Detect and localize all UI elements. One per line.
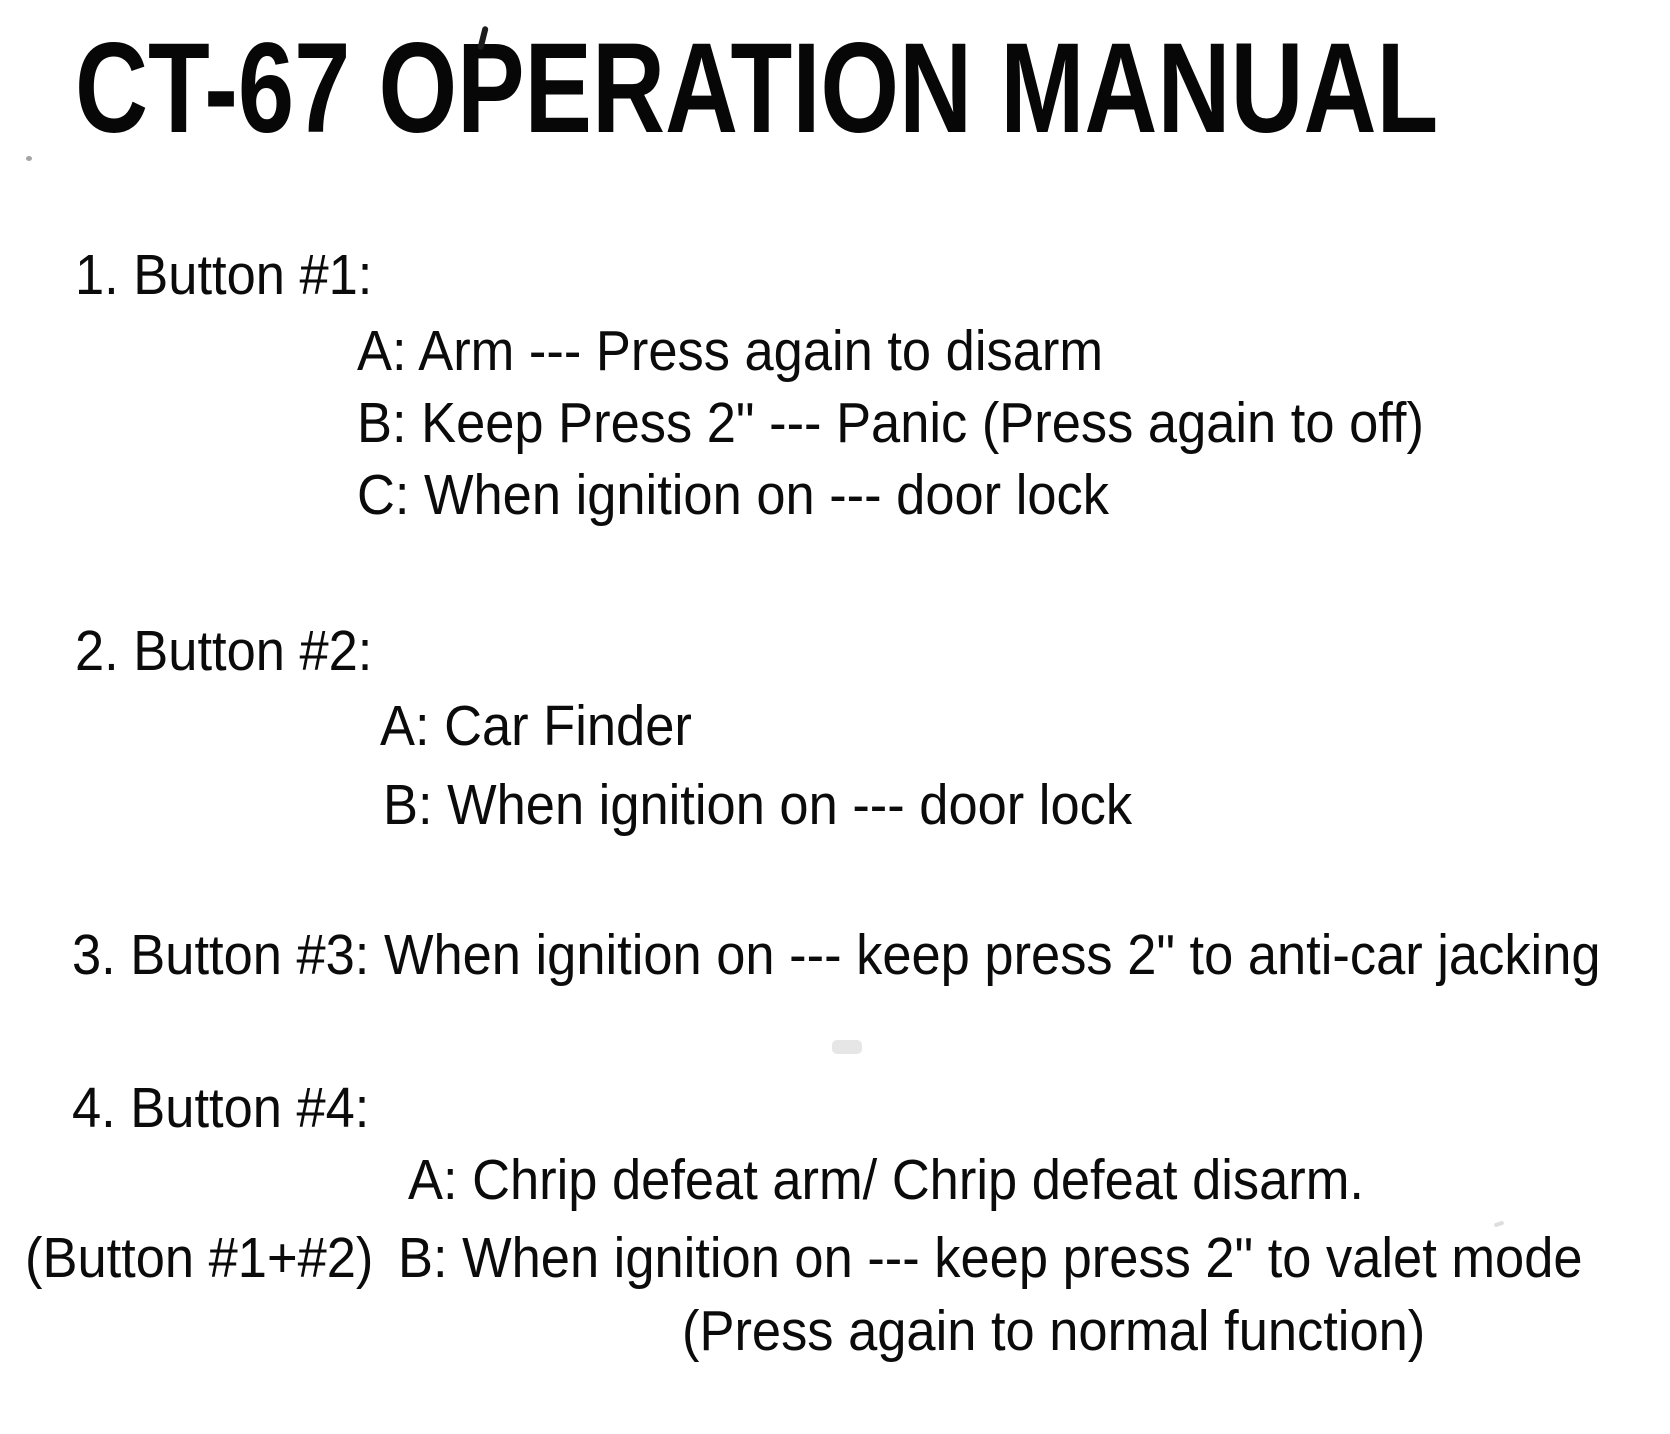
section-1-item-b: B: Keep Press 2" --- Panic (Press again … [357, 391, 1424, 455]
section-2-item-b: B: When ignition on --- door lock [383, 773, 1133, 837]
section-4-item-a: A: Chrip defeat arm/ Chrip defeat disarm… [408, 1148, 1364, 1212]
page-title: CT-67 OPERATION MANUAL [75, 17, 1439, 160]
scan-artifact-smudge-icon [832, 1040, 862, 1054]
section-2-item-a: A: Car Finder [380, 694, 692, 758]
section-1-item-c: C: When ignition on --- door lock [357, 463, 1109, 527]
section-2-heading: 2. Button #2: [75, 619, 373, 683]
scan-artifact-dot-icon [26, 156, 32, 161]
section-4-item-b: B: When ignition on --- keep press 2" to… [398, 1226, 1583, 1290]
section-1-heading: 1. Button #1: [75, 243, 373, 307]
section-4-side-label: (Button #1+#2) [25, 1226, 374, 1290]
section-4-heading: 4. Button #4: [72, 1076, 370, 1140]
section-3-heading: 3. Button #3: When ignition on --- keep … [72, 923, 1601, 987]
section-4-item-b-continuation: (Press again to normal function) [682, 1299, 1426, 1363]
section-1-item-a: A: Arm --- Press again to disarm [357, 319, 1104, 383]
